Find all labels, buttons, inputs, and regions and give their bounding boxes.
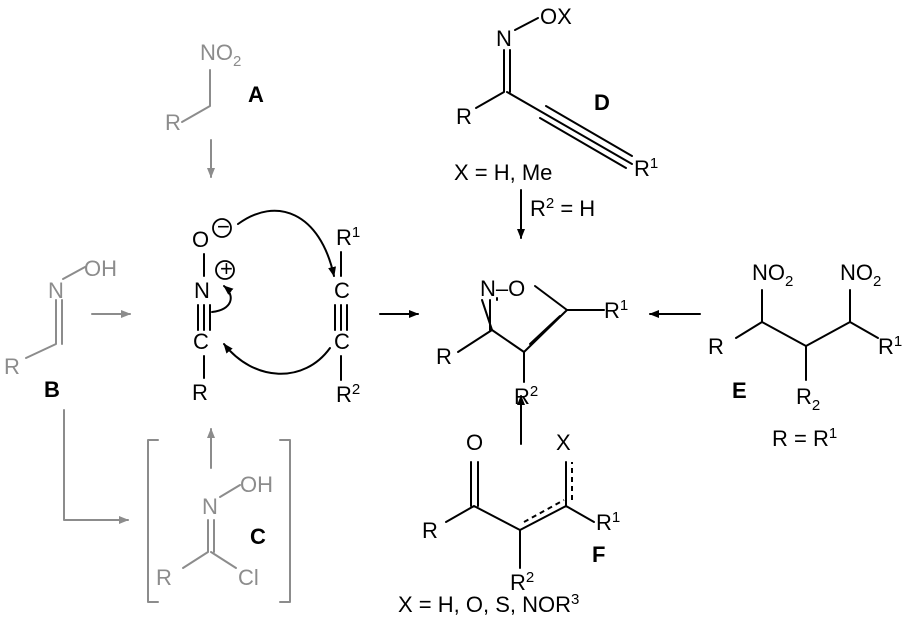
f-x-label: X xyxy=(556,430,571,455)
compound-f: O X R R1 R2 F X = H, O, S, NOR3 xyxy=(398,430,620,617)
label-f: F xyxy=(592,542,605,567)
e-r2-label: R2 xyxy=(796,384,820,414)
e-no2-left-label: NO2 xyxy=(752,260,793,290)
d-n-label: N xyxy=(496,26,512,51)
arrow-b-to-c xyxy=(63,409,129,524)
label-e: E xyxy=(732,378,747,403)
isoxazole-r2-label: R2 xyxy=(514,383,538,409)
f-x-condition: X = H, O, S, NOR3 xyxy=(398,591,579,617)
plus-charge-circle xyxy=(215,260,235,280)
nitrile-oxide-n-label: N xyxy=(194,278,210,303)
compound-b: N OH R B xyxy=(4,256,117,402)
d-r2-condition: R2 = H xyxy=(530,195,595,221)
curved-arrow-alkyne-to-carbon xyxy=(223,343,331,375)
alkyne: R1 C C R2 xyxy=(334,224,360,407)
label-d: D xyxy=(594,90,610,115)
label-a: A xyxy=(248,82,264,107)
f-r-label: R xyxy=(422,518,438,543)
b-n-label: N xyxy=(48,278,64,303)
c-n-label: N xyxy=(202,494,218,519)
alkyne-c2-label: C xyxy=(334,329,350,354)
compound-a: R NO2 A xyxy=(165,40,264,135)
isoxazole-n-o-label: N–O xyxy=(480,276,525,301)
curved-arrow-n-o-bond xyxy=(211,285,234,313)
f-o-label: O xyxy=(466,430,483,455)
e-condition: R = R1 xyxy=(772,425,837,451)
label-b: B xyxy=(44,377,60,402)
compound-c: N OH R Cl C xyxy=(147,439,291,603)
alkyne-r1-label: R1 xyxy=(336,224,360,250)
isoxazole-r1-label: R1 xyxy=(604,297,628,323)
e-no2-right-label: NO2 xyxy=(840,260,881,290)
nitrile-oxide-r-label: R xyxy=(192,380,208,405)
f-r1-label: R1 xyxy=(596,509,620,535)
d-x-condition: X = H, Me xyxy=(454,160,552,185)
nitrile-oxide-c-label: C xyxy=(193,329,209,354)
f-r2-label: R2 xyxy=(510,569,534,595)
c-oh-label: OH xyxy=(240,472,273,497)
label-c: C xyxy=(250,524,266,549)
alkyne-r2-label: R2 xyxy=(336,381,360,407)
c-cl-label: Cl xyxy=(238,565,259,590)
minus-charge: − xyxy=(217,214,230,239)
isoxazole-r-label: R xyxy=(436,344,452,369)
c-r-label: R xyxy=(156,565,172,590)
a-no2-label: NO2 xyxy=(200,40,241,70)
a-r-label: R xyxy=(165,110,181,135)
d-r-label: R xyxy=(456,104,472,129)
minus-charge-circle xyxy=(212,218,232,238)
plus-charge: + xyxy=(220,256,233,281)
curved-arrow-oxygen-to-alkyne xyxy=(237,209,336,277)
nitrile-oxide-o-label: O xyxy=(192,227,209,252)
compound-e: NO2 NO2 R R1 R2 E R = R1 xyxy=(708,260,902,451)
e-r1-label: R1 xyxy=(878,333,902,359)
compound-d: N OX R R1 D X = H, Me R2 = H xyxy=(454,4,658,221)
b-r-label: R xyxy=(4,354,20,379)
isoxazole-product: N–O R1 R R2 xyxy=(436,276,628,409)
alkyne-c1-label: C xyxy=(334,278,350,303)
e-r-label: R xyxy=(708,334,724,359)
d-ox-label: OX xyxy=(540,4,572,29)
b-oh-label: OH xyxy=(84,256,117,281)
d-r1-label: R1 xyxy=(634,155,658,181)
nitrile-oxide: O − N + C R xyxy=(192,214,235,405)
